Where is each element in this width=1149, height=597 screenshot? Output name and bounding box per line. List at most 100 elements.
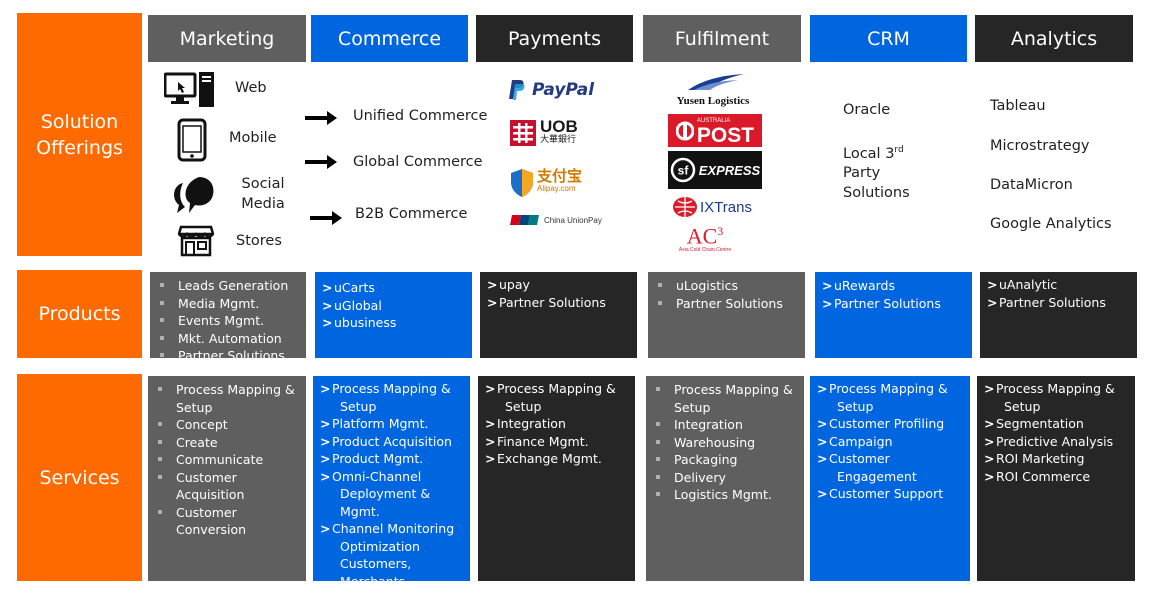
service-label: Process Mapping & <box>176 382 295 397</box>
product-label: Partner Solutions <box>676 295 783 311</box>
service-label: Integration <box>497 416 566 431</box>
crm-local-text: Local 3 <box>843 145 895 162</box>
services-commerce: >Process Mapping &Setup>Platform Mgmt.>P… <box>313 376 470 597</box>
crm-local-sup: rd <box>894 145 904 155</box>
marketing-channel-social-media: Social Media <box>233 174 293 214</box>
service-label: Warehousing <box>674 434 756 450</box>
service-item: Customer Acquisition <box>148 469 306 504</box>
service-label: Product Acquisition <box>332 433 452 449</box>
australia-post-logo: AUSTRALIA POST <box>668 114 762 147</box>
arrow-right-icon <box>305 155 337 169</box>
ixtrans-globe-icon <box>673 197 697 217</box>
service-label: ROI Commerce <box>996 468 1091 484</box>
service-item: >Segmentation <box>977 415 1135 433</box>
services-crm: >Process Mapping &Setup>Customer Profili… <box>810 376 970 581</box>
product-item: uLogistics <box>648 277 805 295</box>
commerce-offering-b2b: B2B Commerce <box>355 206 468 222</box>
product-item: >uCarts <box>315 279 472 297</box>
service-item: >Finance Mgmt. <box>478 433 635 451</box>
uob-chinese-name: 大華銀行 <box>540 134 577 144</box>
service-item: >Integration <box>478 415 635 433</box>
service-item: >Predictive Analysis <box>977 433 1135 451</box>
service-label: Process Mapping & <box>674 382 793 397</box>
yusen-logistics-logo: Yusen Logistics <box>668 72 758 107</box>
product-label: uRewards <box>834 278 895 293</box>
service-item: >Campaign <box>810 433 970 451</box>
unionpay-icon <box>510 215 539 225</box>
product-item: Partner Solutions <box>150 347 306 365</box>
arrow-bullet-icon: > <box>487 277 498 292</box>
alipay-shield-icon <box>511 169 533 197</box>
analytics-tool: Google Analytics <box>990 216 1112 232</box>
row-label-text: Solution Offerings <box>36 110 123 159</box>
service-item: >Product Mgmt. <box>313 450 470 468</box>
service-item: >Process Mapping &Setup <box>977 380 1135 415</box>
product-item: >uRewards <box>815 277 972 295</box>
service-label: Concept <box>176 417 228 432</box>
column-header-label: Payments <box>507 27 602 50</box>
column-header-label: Analytics <box>1010 27 1098 50</box>
service-label: Deployment & Mgmt. <box>340 486 431 519</box>
service-item: Delivery <box>646 469 804 487</box>
column-header-label: Fulfilment <box>674 27 770 50</box>
product-label: ubusiness <box>334 315 397 330</box>
service-label: Customer <box>829 451 890 466</box>
service-label: Process Mapping & <box>996 381 1115 396</box>
services-analytics: >Process Mapping &Setup>Segmentation>Pre… <box>977 376 1135 581</box>
alipay-url: Alipay.com <box>537 184 576 193</box>
row-label-services: Services <box>17 374 142 581</box>
sf-express-logo: sf EXPRESS <box>668 151 762 189</box>
service-label: Customer Profiling <box>829 416 945 431</box>
paypal-icon <box>509 80 525 100</box>
service-item: Logistics Mgmt. <box>646 486 804 504</box>
products-crm: >uRewards>Partner Solutions <box>815 272 972 358</box>
row-label-solution-offerings: Solution Offerings <box>17 13 142 256</box>
arrow-right-icon <box>305 111 337 125</box>
service-item: Process Mapping &Setup <box>148 381 306 416</box>
paypal-logo: PayPal <box>508 79 594 101</box>
service-label: Setup <box>340 398 377 414</box>
arrow-bullet-icon: > <box>817 381 828 396</box>
column-header-analytics: Analytics <box>975 15 1133 62</box>
column-header-fulfilment: Fulfilment <box>643 15 801 62</box>
ixtrans-logo: IXTrans <box>672 196 752 218</box>
chat-bubble-icon <box>174 177 214 213</box>
service-label: Product Mgmt. <box>332 451 424 466</box>
arrow-bullet-icon: > <box>822 295 833 311</box>
service-label: ROI Marketing <box>996 451 1085 466</box>
product-label: Partner Solutions <box>834 295 941 311</box>
service-item: >Exchange Mgmt. <box>478 450 635 468</box>
arrow-bullet-icon: > <box>320 433 331 449</box>
service-item: >Product Acquisition <box>313 433 470 451</box>
service-label: Customer Support <box>829 486 944 501</box>
service-item: Create <box>148 434 306 452</box>
service-label: Campaign <box>829 433 893 449</box>
product-label: Partner Solutions <box>178 348 285 363</box>
arrow-bullet-icon: > <box>817 451 828 466</box>
crm-local-3rd-party: Local 3rd Party Solutions <box>843 141 910 203</box>
service-label: Predictive Analysis <box>996 433 1114 449</box>
sf-icon: sf <box>670 157 696 183</box>
service-item: >Customer Support <box>810 485 970 503</box>
product-item: >Partner Solutions <box>980 294 1137 312</box>
service-label: Customers, Merchants, <box>340 556 412 589</box>
product-label: uLogistics <box>676 278 738 293</box>
asia-cold-chain-logo: AC3 Asia Cold Chain Centre <box>670 220 740 254</box>
service-item: Integration <box>646 416 804 434</box>
arrow-bullet-icon: > <box>487 294 498 310</box>
service-label: Segmentation <box>996 416 1084 431</box>
auspost-wordmark: POST <box>696 123 755 147</box>
acc-tagline: Asia Cold Chain Centre <box>678 247 732 254</box>
products-analytics: >uAnalytic>Partner Solutions <box>980 272 1137 358</box>
arrow-bullet-icon: > <box>987 294 998 310</box>
product-label: uGlobal <box>334 297 382 313</box>
arrow-bullet-icon: > <box>987 277 998 292</box>
analytics-tool: Microstrategy <box>990 138 1090 154</box>
arrow-bullet-icon: > <box>322 297 333 313</box>
service-label: Finance Mgmt. <box>497 433 589 449</box>
china-unionpay-logo: China UnionPay <box>510 215 602 225</box>
